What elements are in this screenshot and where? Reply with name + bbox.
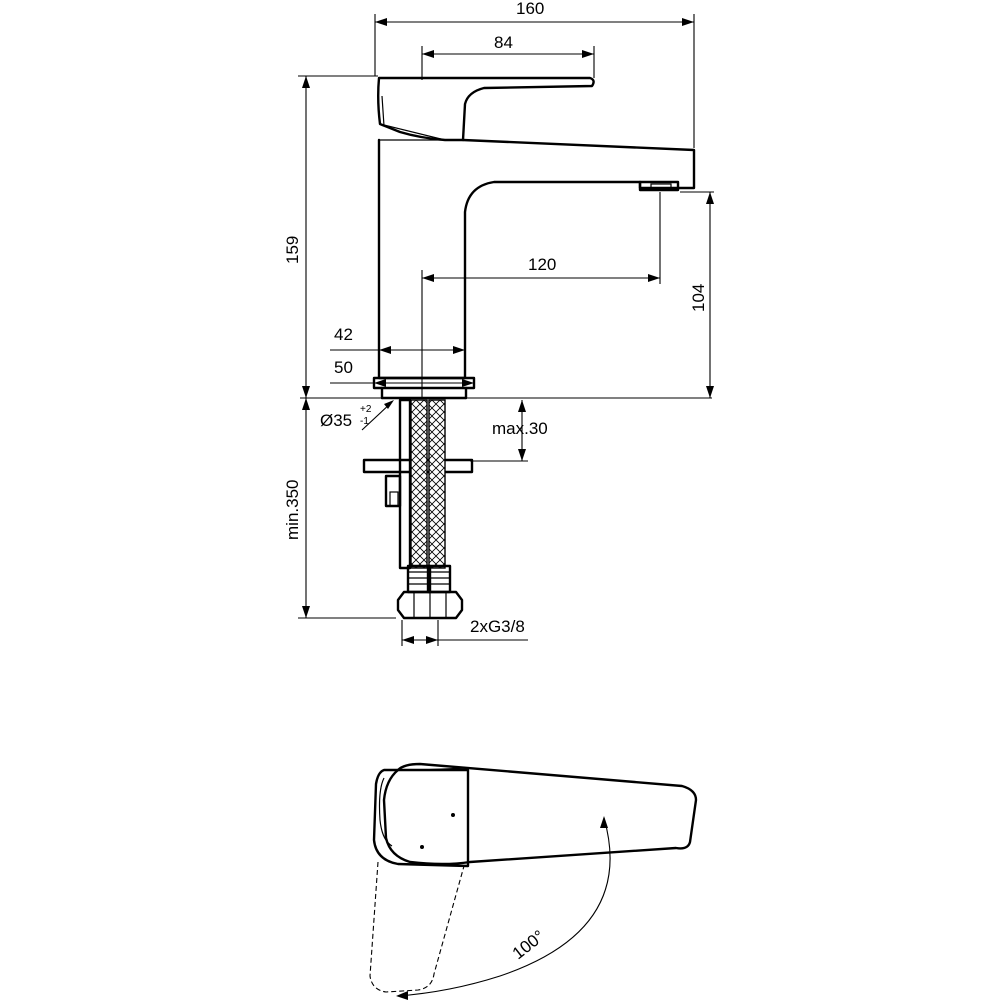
rotated-lever-outline [369, 861, 465, 993]
dim-connection: 2xG3/8 [470, 617, 525, 636]
aerator [638, 180, 680, 192]
dim-width-lever: 84 [494, 33, 513, 52]
dim-body-inner: 42 [334, 325, 353, 344]
mounting-assembly [362, 398, 474, 620]
rotation-arc [397, 817, 611, 997]
dim-width-total: 160 [516, 0, 544, 18]
dim-height-total: 159 [283, 236, 302, 264]
dim-hose-length: min.350 [283, 480, 302, 540]
top-view-body [372, 768, 470, 868]
faucet-top-view: 100° [369, 762, 698, 1000]
dim-hole-tol-minus: -1 [360, 416, 369, 427]
dim-hole-diameter: Ø35 [320, 411, 352, 430]
dim-projection: 120 [528, 255, 556, 274]
dim-max-thickness: max.30 [492, 419, 548, 438]
dimension-labels: 160 84 159 120 104 42 50 Ø35 +2 -1 max.3… [283, 0, 708, 636]
dimension-lines [298, 14, 714, 646]
dim-body-outer: 50 [334, 358, 353, 377]
dim-spout-height: 104 [689, 284, 708, 312]
top-view-lever [382, 762, 698, 866]
connection-nut [396, 590, 464, 620]
lever-handle [377, 76, 595, 142]
dim-hole-tol-plus: +2 [360, 404, 372, 415]
